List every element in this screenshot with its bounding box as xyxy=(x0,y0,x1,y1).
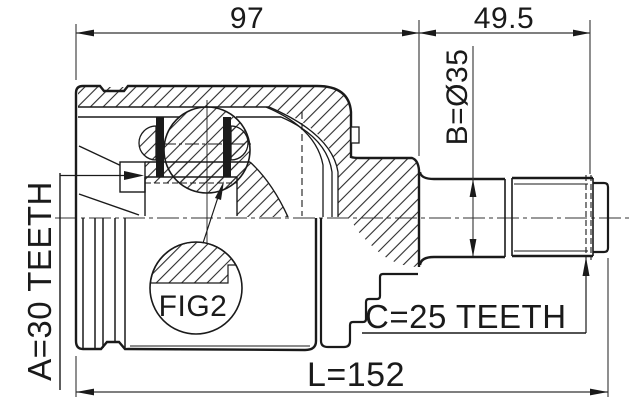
housing-outline xyxy=(74,84,421,352)
shaft-diameter-dimension: B=Ø35 xyxy=(441,46,477,257)
fig2-leader-arrow xyxy=(215,181,224,200)
fig2-detail-balloon: FIG2 xyxy=(149,181,243,335)
dim-housing-length: 97 xyxy=(230,2,264,35)
output-shaft xyxy=(418,171,610,266)
outer-spline-label: C=25 TEETH xyxy=(362,257,590,335)
outer-spline-text: C=25 TEETH xyxy=(365,298,567,335)
fig2-detail-label: FIG2 xyxy=(159,290,228,323)
top-dimensions xyxy=(75,20,591,174)
total-length-dimension: L=152 xyxy=(75,258,609,397)
dim-total-length: L=152 xyxy=(307,356,405,394)
cage-section-bars xyxy=(156,117,231,177)
dim-shaft-length: 49.5 xyxy=(474,2,534,35)
outer-spline-arrow xyxy=(582,257,590,276)
dim-shaft-diameter: B=Ø35 xyxy=(441,49,474,146)
inner-spline-arrow xyxy=(124,171,144,180)
inner-spline-label: A=30 TEETH xyxy=(21,171,144,390)
inner-spline-text: A=30 TEETH xyxy=(21,181,58,381)
